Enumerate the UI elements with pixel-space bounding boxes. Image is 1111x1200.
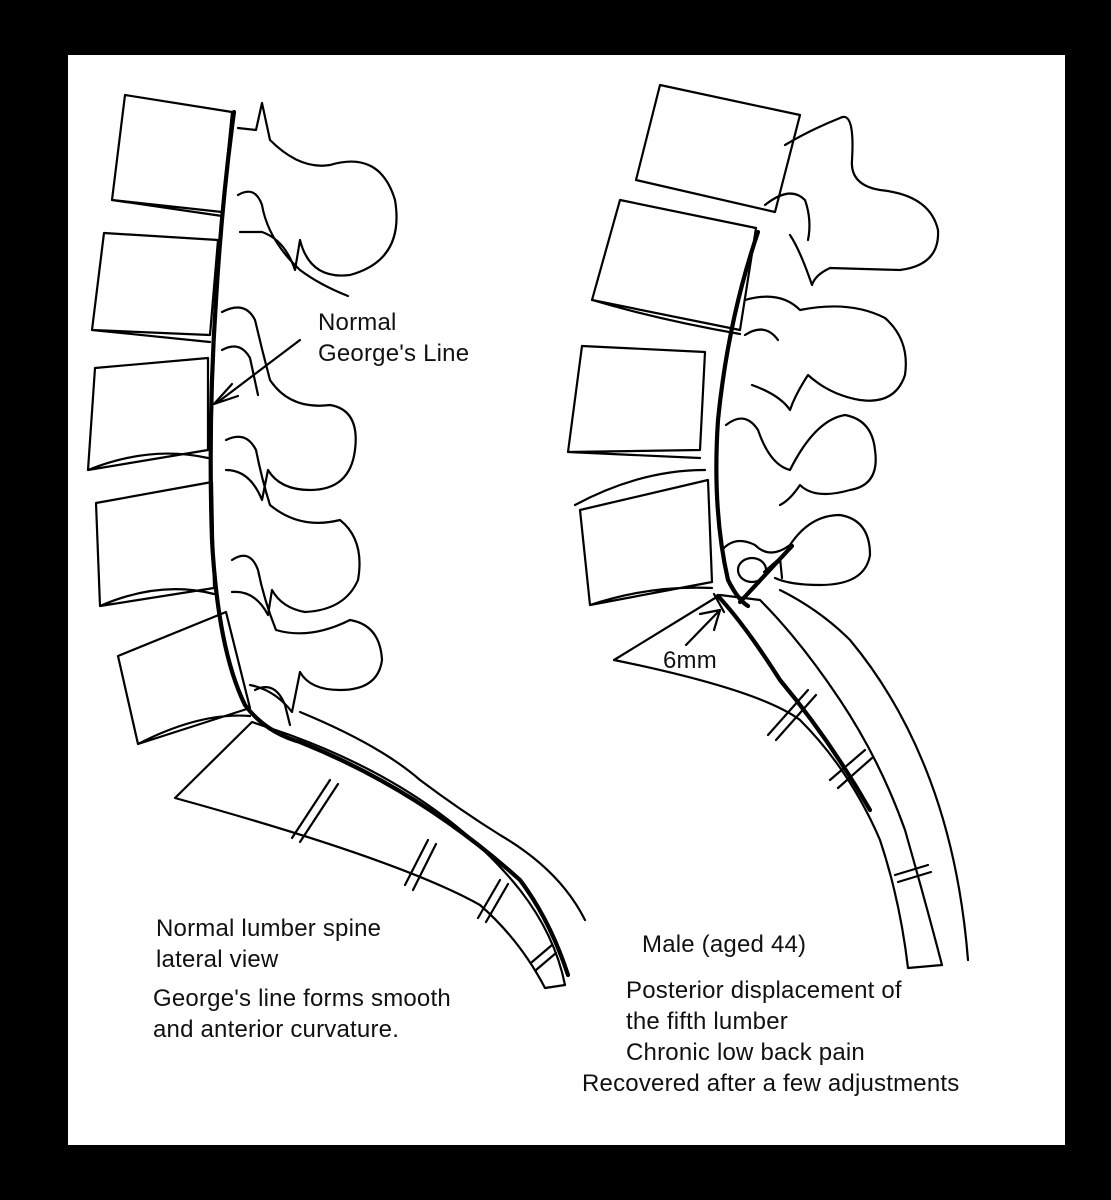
left-posterior-l3 <box>220 306 357 502</box>
right-posterior-l2 <box>763 192 811 242</box>
left-callout-arrowhead <box>212 382 240 406</box>
left-caption-line4: and anterior curvature. <box>153 1016 400 1043</box>
left-posterior-l2 <box>236 190 350 298</box>
right-displacement-arrowhead <box>762 556 784 580</box>
left-callout-label: Normal George's Line <box>318 307 469 369</box>
right-posterior-l1 <box>783 115 940 287</box>
right-posterior-l5 <box>720 513 872 587</box>
right-posterior-l3 <box>743 295 907 412</box>
right-measure-leader <box>684 610 720 647</box>
left-caption: Normal lumber spine lateral view George'… <box>153 913 451 1045</box>
right-displacement-mark-upper <box>737 543 795 605</box>
spine-diagram <box>86 83 970 990</box>
right-posterior-l4 <box>724 413 877 507</box>
left-posterior-l4 <box>224 435 361 617</box>
right-sacrum-segment-3 <box>893 863 933 884</box>
left-caption-line1: Normal lumber spine <box>156 915 382 942</box>
left-callout-line1: Normal <box>318 309 397 336</box>
left-sacrum-segment-2 <box>403 838 438 892</box>
right-vertebra-l4top <box>573 468 707 507</box>
right-caption-line2: Posterior displacement of <box>626 977 902 1004</box>
left-vertebra-l1 <box>110 93 234 218</box>
left-posterior-sacral <box>298 710 587 922</box>
right-caption-details: Posterior displacement of the fifth lumb… <box>582 975 959 1099</box>
left-sacrum-segment-4 <box>530 943 558 972</box>
right-measure-arrowhead <box>698 608 722 632</box>
right-sacrum-posterior <box>778 588 970 962</box>
left-sacrum-segment-1 <box>290 778 340 844</box>
left-vertebra-l2 <box>90 231 220 344</box>
right-vertebra-l4 <box>578 478 714 607</box>
left-callout-leader <box>216 338 302 404</box>
left-caption-line3: George's line forms smooth <box>153 985 451 1012</box>
right-georges-line <box>714 229 761 609</box>
left-posterior-l5b <box>253 686 292 727</box>
right-displacement-mark-lower <box>712 592 726 614</box>
right-caption-line5: Recovered after a few adjustments <box>582 1070 960 1097</box>
left-vertebra-l3 <box>86 356 210 472</box>
left-georges-line <box>208 109 571 978</box>
right-sacrum-segment-2 <box>828 748 874 790</box>
left-caption-line2: lateral view <box>156 946 279 973</box>
right-caption-line1: Male (aged 44) <box>642 931 807 958</box>
left-vertebra-l5 <box>116 610 252 746</box>
right-vertebra-l2 <box>590 198 758 336</box>
right-sacrum-segment-1 <box>766 688 818 742</box>
right-spine <box>566 83 970 970</box>
right-caption: Male (aged 44) <box>642 929 806 960</box>
right-posterior-l3b <box>743 328 780 342</box>
left-sacrum <box>173 720 567 990</box>
right-georges-line-sacral <box>715 593 873 813</box>
diagram-frame: Normal George's Line Normal lumber spine… <box>68 55 1065 1145</box>
left-posterior-l1 <box>236 101 398 277</box>
left-sacrum-segment-3 <box>476 878 510 924</box>
right-vertebra-l3 <box>566 344 707 460</box>
measurement-label: 6mm <box>663 647 717 674</box>
left-posterior-l3b <box>220 345 260 397</box>
left-vertebra-l4 <box>94 480 216 608</box>
right-caption-line4: Chronic low back pain <box>626 1039 865 1066</box>
right-caption-line3: the fifth lumber <box>626 1008 788 1035</box>
left-posterior-l5 <box>230 554 384 714</box>
right-vertebra-l1 <box>634 83 802 214</box>
left-callout-line2: George's Line <box>318 340 470 367</box>
left-spine <box>86 93 587 990</box>
